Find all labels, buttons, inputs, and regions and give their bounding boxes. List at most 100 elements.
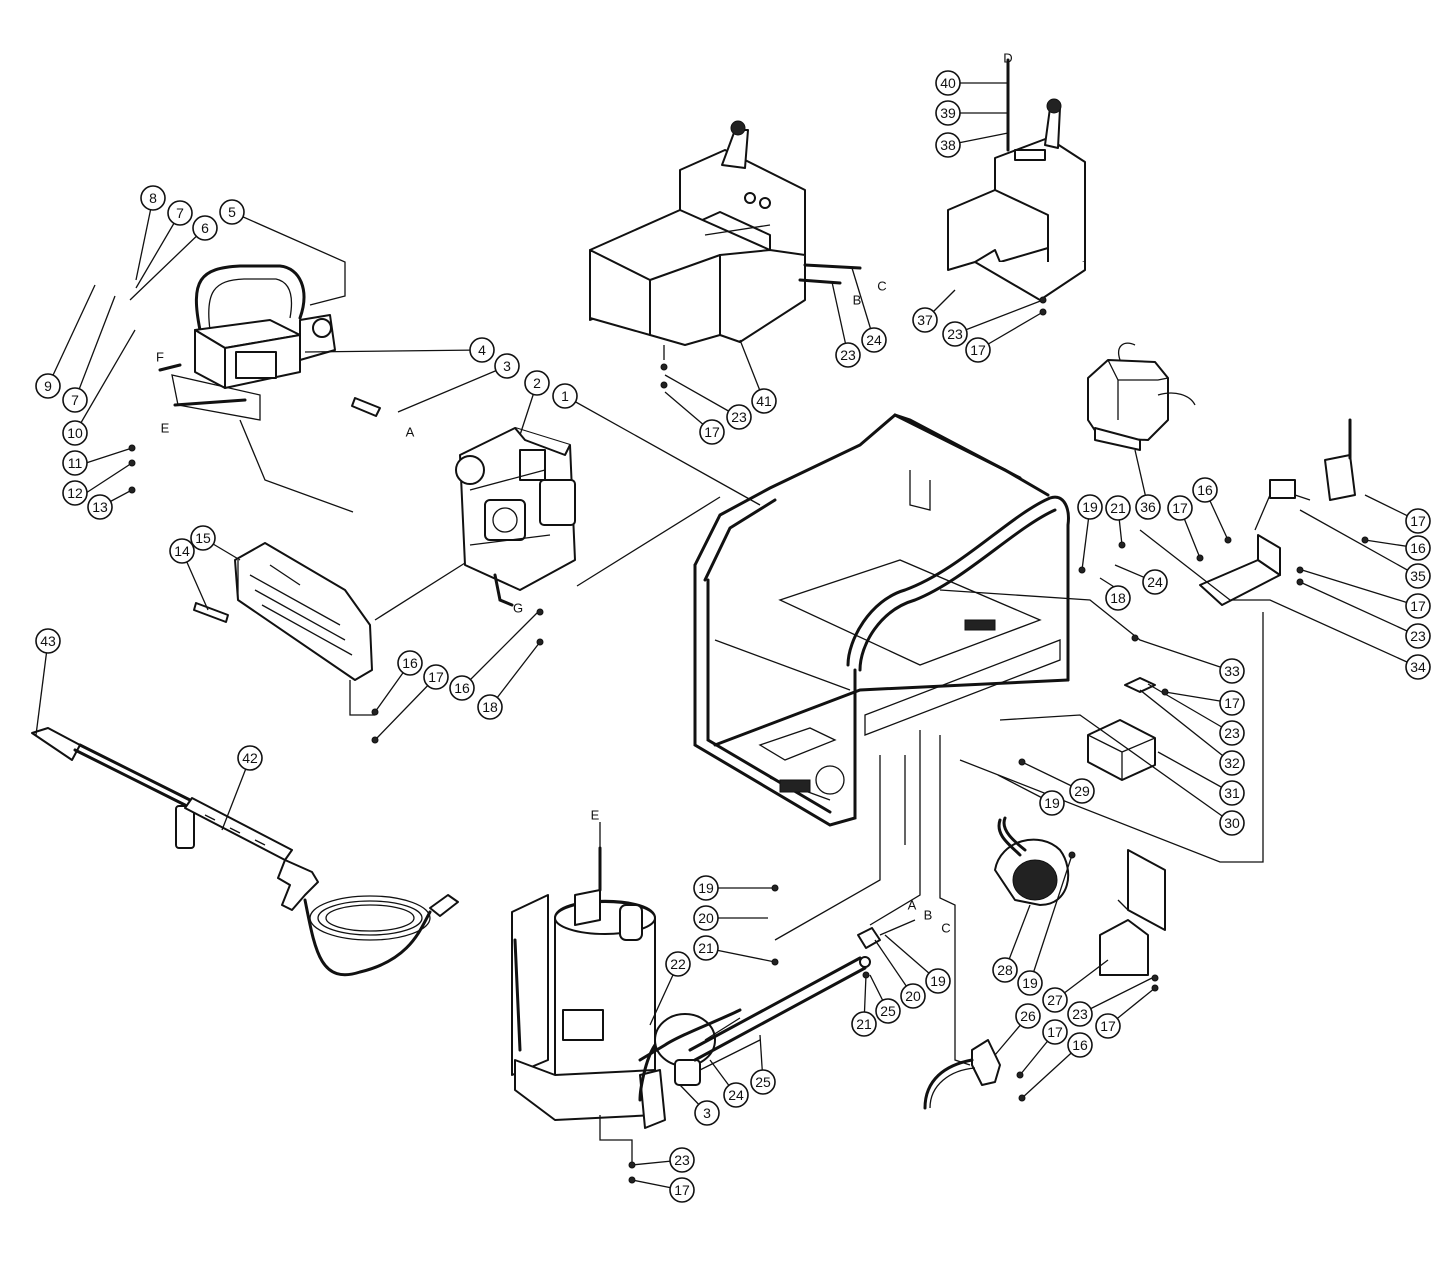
transformer-drawing (1087, 342, 1196, 451)
callout-19: 19 (1017, 970, 1043, 996)
callout-28: 28 (992, 957, 1018, 983)
callout-19: 19 (693, 875, 719, 901)
svg-text:2: 2 (533, 375, 541, 391)
callout-39: 39 (935, 100, 961, 126)
svg-text:35: 35 (1410, 568, 1426, 584)
svg-text:14: 14 (174, 543, 190, 559)
svg-text:23: 23 (840, 347, 856, 363)
svg-text:16: 16 (1197, 482, 1213, 498)
control-box-drawing (1087, 677, 1156, 781)
svg-text:23: 23 (1224, 725, 1240, 741)
callout-38: 38 (935, 132, 961, 158)
callout-25: 25 (750, 1069, 776, 1095)
callout-19: 19 (1077, 494, 1103, 520)
callout-16: 16 (1067, 1032, 1093, 1058)
svg-text:17: 17 (1224, 695, 1240, 711)
connector-letter-a: A (908, 898, 917, 913)
svg-text:20: 20 (698, 910, 714, 926)
svg-text:24: 24 (728, 1087, 744, 1103)
svg-text:29: 29 (1074, 783, 1090, 799)
callout-3: 3 (494, 353, 520, 379)
svg-text:21: 21 (1110, 500, 1126, 516)
callout-8: 8 (140, 185, 166, 211)
callout-20: 20 (693, 905, 719, 931)
callout-6: 6 (192, 215, 218, 241)
svg-text:37: 37 (917, 312, 933, 328)
svg-text:16: 16 (1072, 1037, 1088, 1053)
svg-text:17: 17 (1100, 1018, 1116, 1034)
callout-35: 35 (1405, 563, 1431, 589)
callout-4: 4 (469, 337, 495, 363)
svg-text:7: 7 (71, 392, 79, 408)
svg-text:31: 31 (1224, 785, 1240, 801)
svg-text:19: 19 (1082, 499, 1098, 515)
svg-text:24: 24 (866, 332, 882, 348)
callout-30: 30 (1219, 810, 1245, 836)
svg-text:42: 42 (242, 750, 258, 766)
connector-letter-e: E (161, 421, 170, 436)
callout-17: 17 (699, 419, 725, 445)
svg-text:40: 40 (940, 75, 956, 91)
callout-12: 12 (62, 480, 88, 506)
callout-18: 18 (477, 694, 503, 720)
svg-text:22: 22 (670, 956, 686, 972)
svg-text:17: 17 (704, 424, 720, 440)
connector-letter-a: A (406, 425, 415, 440)
callout-16: 16 (449, 675, 475, 701)
svg-text:17: 17 (1410, 598, 1426, 614)
callout-24: 24 (723, 1082, 749, 1108)
callout-1: 1 (552, 383, 578, 409)
callout-23: 23 (1219, 720, 1245, 746)
callout-17: 17 (669, 1177, 695, 1203)
svg-text:18: 18 (482, 699, 498, 715)
callout-17: 17 (423, 664, 449, 690)
svg-text:23: 23 (1410, 628, 1426, 644)
svg-text:17: 17 (1172, 500, 1188, 516)
valve-drawing (923, 1039, 1001, 1110)
svg-text:41: 41 (756, 393, 772, 409)
connector-letter-f: F (156, 350, 164, 365)
callout-26: 26 (1015, 1003, 1041, 1029)
svg-text:19: 19 (1022, 975, 1038, 991)
callout-16: 16 (397, 650, 423, 676)
callout-23: 23 (942, 321, 968, 347)
callout-37: 37 (912, 307, 938, 333)
svg-text:18: 18 (1110, 590, 1126, 606)
callout-2: 2 (524, 370, 550, 396)
pump-assembly-drawing (158, 264, 381, 421)
callout-25: 25 (875, 998, 901, 1024)
callout-17: 17 (1042, 1019, 1068, 1045)
belt-guard-drawing (193, 542, 373, 681)
callout-23: 23 (1067, 1001, 1093, 1027)
svg-text:1: 1 (561, 388, 569, 404)
fuel-tank-drawing (589, 120, 862, 346)
svg-text:16: 16 (1410, 540, 1426, 556)
svg-text:25: 25 (880, 1003, 896, 1019)
callout-23: 23 (669, 1147, 695, 1173)
callout-41: 41 (751, 388, 777, 414)
svg-text:36: 36 (1140, 499, 1156, 515)
callout-17: 17 (1219, 690, 1245, 716)
callout-40: 40 (935, 70, 961, 96)
svg-text:7: 7 (176, 205, 184, 221)
svg-text:3: 3 (503, 358, 511, 374)
callout-24: 24 (1142, 569, 1168, 595)
svg-text:16: 16 (454, 680, 470, 696)
svg-text:25: 25 (755, 1074, 771, 1090)
connector-letter-c: C (941, 921, 950, 936)
connector-letter-b: B (924, 908, 933, 923)
svg-text:15: 15 (195, 530, 211, 546)
callout-29: 29 (1069, 778, 1095, 804)
svg-text:19: 19 (930, 973, 946, 989)
svg-text:19: 19 (698, 880, 714, 896)
svg-text:17: 17 (674, 1182, 690, 1198)
svg-text:17: 17 (428, 669, 444, 685)
callout-17: 17 (1405, 593, 1431, 619)
frame-drawing (693, 413, 1070, 827)
svg-text:12: 12 (67, 485, 83, 501)
svg-text:27: 27 (1047, 992, 1063, 1008)
callout-17: 17 (1167, 495, 1193, 521)
fasteners (128, 296, 1369, 1184)
svg-text:21: 21 (698, 940, 714, 956)
